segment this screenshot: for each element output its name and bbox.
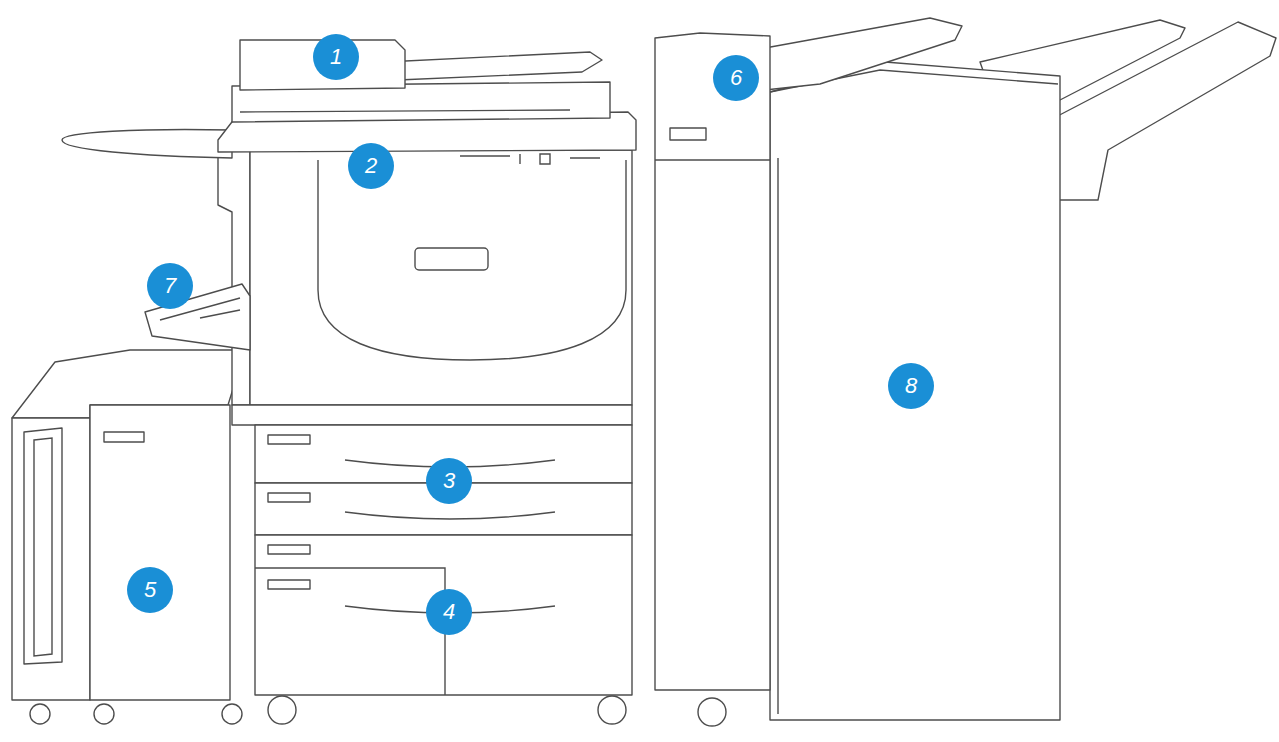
main-unit [218,150,632,724]
callout-number: 3 [443,470,455,492]
feeder-side [12,418,90,700]
caster [30,704,50,724]
work-surface [62,129,232,158]
feeder-output-line [240,110,570,112]
finisher-body [770,62,1060,720]
transport-top-tray [765,18,962,90]
door-handle [415,248,488,270]
callout-circle: 5 [127,567,173,613]
finisher-unit [770,20,1276,720]
caster [94,704,114,724]
feeder-front [90,405,230,700]
transport-unit [655,18,962,726]
callout-number: 6 [730,67,742,89]
tray-label [268,545,310,554]
feeder-window-inner [34,438,52,656]
transport-divider [655,159,770,160]
callout-disc [127,567,173,613]
caster [222,704,242,724]
front-door [318,160,626,360]
tray-frame [232,405,632,425]
finisher-output-tray [1050,22,1276,200]
feeder-window [24,428,62,664]
callout-circle: 1 [313,34,359,80]
caster [598,696,626,724]
callout-circle: 4 [426,589,472,635]
callout-disc [426,458,472,504]
tray-label [268,493,310,502]
callout-disc [713,55,759,101]
callout-number: 4 [443,601,455,623]
callout-number: 2 [365,155,377,177]
high-capacity-feeder [12,350,245,724]
tray-label [268,580,310,589]
finisher-edge [777,158,778,714]
callout-circle: 2 [348,143,394,189]
large-tray-split [255,568,445,695]
tray-label [268,435,310,444]
body-front [250,150,632,405]
document-feeder-tray [385,52,602,80]
callout-circle: 6 [713,55,759,101]
caster [268,696,296,724]
callout-number: 7 [164,275,176,297]
feeder-label [104,432,144,442]
callout-number: 5 [144,579,156,601]
callout-disc [313,34,359,80]
callout-disc [147,263,193,309]
callout-circle: 8 [888,363,934,409]
large-tray [255,535,632,695]
callout-circle: 7 [147,263,193,309]
transport-label [670,128,706,140]
callout-disc [888,363,934,409]
caster [698,698,726,726]
control-panel [460,154,600,164]
transport-body [655,33,770,690]
callout-number: 1 [330,46,342,68]
callout-disc [426,589,472,635]
callout-number: 8 [905,375,917,397]
body-left-side [218,150,250,405]
callout-circle: 3 [426,458,472,504]
callout-disc [348,143,394,189]
